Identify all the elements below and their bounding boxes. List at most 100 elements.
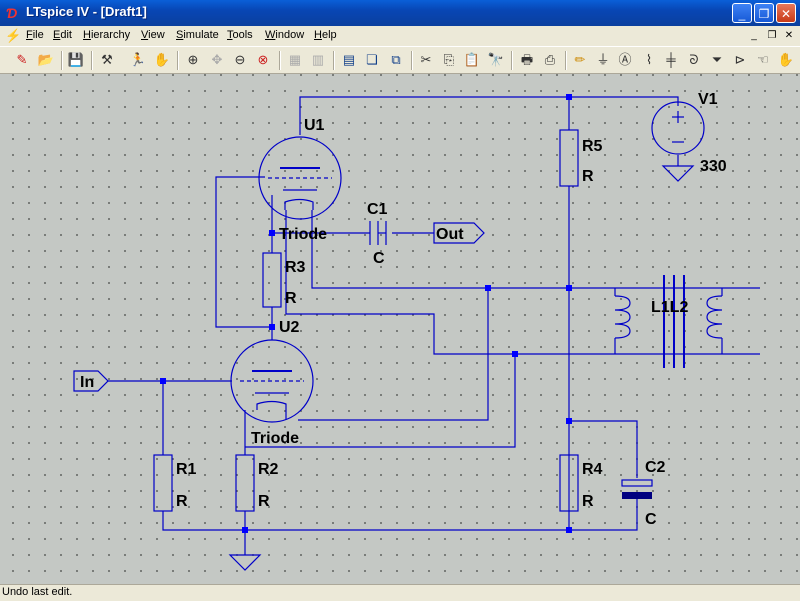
toolbar-separator [565, 51, 567, 70]
resistor-r4[interactable] [559, 454, 579, 512]
control-panel-icon[interactable]: ⚒ [101, 52, 113, 67]
wire-c2-bottom [569, 498, 638, 531]
port-in[interactable]: In [73, 370, 109, 392]
toolbar-separator [91, 51, 93, 70]
mdi-minimize-icon[interactable]: _ [751, 30, 757, 41]
port-in-label: In [80, 374, 94, 391]
menu-bar: ⚡ File Edit Hierarchy View Simulate Tool… [0, 26, 800, 46]
zoom-in-icon[interactable]: ⊕ [187, 52, 199, 67]
menu-tools[interactable]: Tools [227, 29, 253, 41]
paste-icon[interactable]: 📋 [463, 52, 481, 67]
r2-value-label: R [258, 493, 270, 510]
capacitor-c1[interactable] [369, 221, 387, 245]
resistor-r5[interactable] [559, 129, 579, 187]
r3-value-label: R [285, 290, 297, 307]
print-icon[interactable]: ⎙ [544, 52, 556, 67]
menu-file[interactable]: File [26, 29, 44, 41]
menu-simulate[interactable]: Simulate [176, 29, 219, 41]
resistor-r1[interactable] [153, 454, 173, 512]
draw-wire-icon[interactable]: ✏ [574, 52, 586, 67]
move-icon[interactable]: ☜ [757, 52, 769, 67]
triode-u2[interactable] [230, 339, 314, 423]
open-icon[interactable]: 📂 [37, 52, 55, 67]
wire-u1-grid [215, 176, 272, 328]
new-schematic-icon[interactable]: ✎ [16, 52, 28, 67]
resistor-r3[interactable] [262, 252, 282, 308]
menu-help[interactable]: Help [314, 29, 337, 41]
toolbar-separator [61, 51, 63, 70]
wire-c2-top [569, 420, 638, 478]
title-bar: Ɗ LTspice IV - [Draft1] _ ❐ ✕ [0, 0, 800, 26]
pan-icon[interactable]: ✥ [211, 52, 223, 67]
junction-dot [566, 418, 572, 424]
close-button[interactable]: ✕ [776, 3, 796, 23]
triode-u1[interactable] [258, 136, 342, 220]
drag-icon[interactable]: ✋ [777, 52, 795, 67]
voltage-source-v1[interactable] [651, 101, 705, 155]
halt-icon[interactable]: ✋ [153, 52, 171, 67]
cascade-icon[interactable]: ❏ [366, 52, 378, 67]
zoom-out-icon[interactable]: ⊖ [234, 52, 246, 67]
schematic-canvas[interactable]: In Out U1 Triode U2 Triode C1 C R3 R R5 … [0, 74, 800, 584]
component-icon[interactable]: ⊳ [734, 52, 746, 67]
junction-dot [269, 324, 275, 330]
close-window-icon[interactable]: ⧉ [391, 52, 401, 67]
ground-symbol[interactable] [661, 165, 695, 182]
r1-name-label: R1 [176, 461, 197, 478]
wire-u1-heater-b [285, 210, 760, 355]
capacitor-c2[interactable] [621, 479, 653, 499]
junction-dot [566, 527, 572, 533]
r5-name-label: R5 [582, 138, 603, 155]
mdi-restore-icon[interactable]: ❐ [767, 30, 777, 41]
maximize-button[interactable]: ❐ [754, 3, 774, 23]
menu-window[interactable]: Window [265, 29, 305, 41]
toolbar-separator [279, 51, 281, 70]
r1-value-label: R [176, 493, 188, 510]
r4-value-label: R [582, 493, 594, 510]
menu-hierarchy[interactable]: Hierarchy [83, 29, 131, 41]
l1l2-name-label: L1L2 [651, 299, 688, 316]
tile-icon[interactable]: ▤ [342, 52, 356, 67]
autorange-icon[interactable]: ▦ [288, 52, 302, 67]
diode-icon[interactable]: ⏷ [711, 52, 723, 67]
transformer-l1l2[interactable] [614, 275, 723, 368]
print-setup-icon[interactable]: 🖶 [520, 52, 534, 67]
junction-dot [566, 285, 572, 291]
r4-name-label: R4 [582, 461, 603, 478]
window-title: LTspice IV - [Draft1] [26, 4, 147, 19]
cancel-zoom-icon[interactable]: ⊗ [257, 52, 269, 67]
cut-icon[interactable]: ✂ [420, 52, 432, 67]
menu-view[interactable]: View [141, 29, 165, 41]
u2-value-label: Triode [251, 430, 299, 447]
c1-name-label: C1 [367, 201, 388, 218]
run-icon[interactable]: 🏃 [129, 52, 147, 67]
label-net-icon[interactable]: Ⓐ [618, 52, 632, 67]
junction-dot [485, 285, 491, 291]
copy-icon[interactable]: ⎘ [443, 52, 455, 67]
u1-value-label: Triode [279, 226, 327, 243]
resistor-icon[interactable]: ⌇ [645, 52, 653, 67]
ltspice-app-icon[interactable]: Ɗ [6, 5, 18, 21]
menu-edit[interactable]: Edit [53, 29, 72, 41]
view-spice-icon[interactable]: ▥ [311, 52, 325, 67]
schematic-drawing[interactable]: In Out U1 Triode U2 Triode C1 C R3 R R5 … [0, 74, 800, 584]
ground-icon[interactable]: ⏚ [596, 52, 610, 67]
inductor-icon[interactable]: ᘐ [689, 52, 699, 67]
junction-dot [512, 351, 518, 357]
toolbar-separator [333, 51, 335, 70]
ground-symbol[interactable] [228, 554, 262, 571]
mdi-close-icon[interactable]: ✕ [784, 30, 794, 41]
u2-name-label: U2 [279, 319, 300, 336]
minimize-button[interactable]: _ [732, 3, 752, 23]
capacitor-icon[interactable]: ╪ [666, 52, 676, 67]
save-icon[interactable]: 💾 [67, 52, 85, 67]
find-icon[interactable]: 🔭 [487, 52, 505, 67]
port-out[interactable]: Out [433, 222, 485, 244]
r3-name-label: R3 [285, 259, 306, 276]
c1-value-label: C [373, 250, 385, 267]
document-icon[interactable]: ⚡ [5, 28, 22, 43]
resistor-r2[interactable] [235, 454, 255, 512]
status-text: Undo last edit. [2, 586, 73, 598]
wire-top-rail [299, 96, 679, 135]
junction-dot [242, 527, 248, 533]
